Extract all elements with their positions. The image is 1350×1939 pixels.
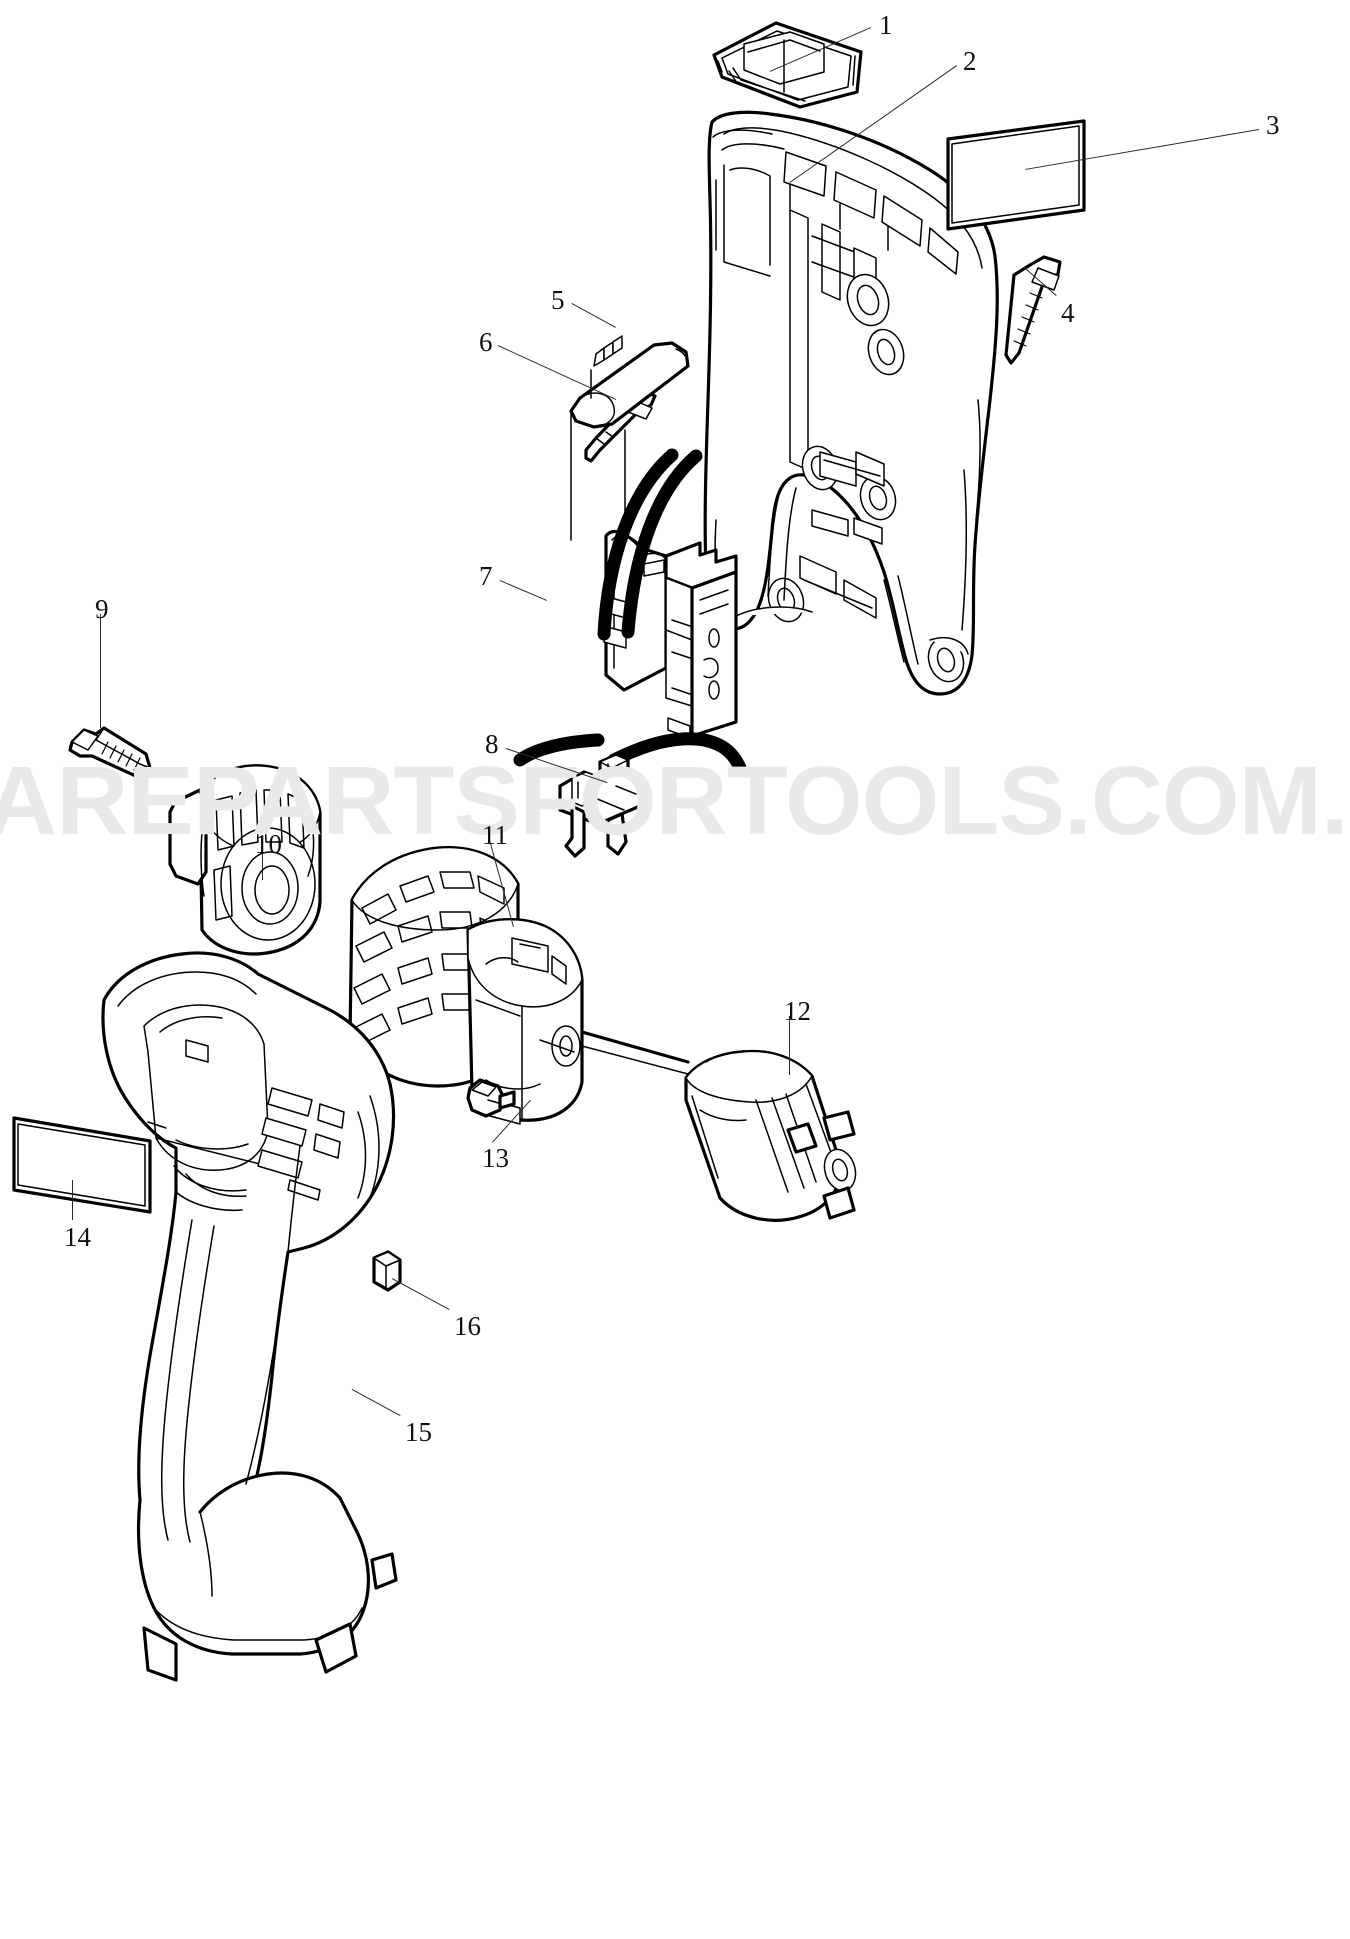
part-14-name-plate-lower — [12, 1116, 152, 1214]
callout-number-16[interactable]: 16 — [454, 1311, 481, 1341]
part-10-keyless-chuck — [168, 764, 322, 956]
callout-number-6[interactable]: 6 — [479, 327, 493, 357]
part-7-trigger-switch — [513, 448, 747, 775]
part-9-chuck-screw — [68, 726, 152, 780]
callout-number-11[interactable]: 11 — [482, 820, 508, 850]
leader-line-14 — [72, 1180, 74, 1220]
callout-number-7[interactable]: 7 — [479, 561, 493, 591]
callout-number-10[interactable]: 10 — [255, 829, 282, 859]
callout-number-1[interactable]: 1 — [879, 10, 893, 40]
part-13-pan-head-screw — [466, 1078, 516, 1118]
callout-number-8[interactable]: 8 — [485, 729, 499, 759]
callout-number-14[interactable]: 14 — [64, 1222, 91, 1252]
callout-number-9[interactable]: 9 — [95, 594, 109, 624]
callout-number-12[interactable]: 12 — [784, 996, 811, 1026]
part-8-terminal-connector — [558, 753, 642, 858]
part-16-rubber-bush — [372, 1250, 402, 1292]
part-6-terminal-cover — [569, 335, 690, 429]
part-3-name-plate-upper — [946, 119, 1086, 231]
callout-number-15[interactable]: 15 — [405, 1417, 432, 1447]
callout-number-2[interactable]: 2 — [963, 46, 977, 76]
callout-number-3[interactable]: 3 — [1266, 110, 1280, 140]
callout-number-4[interactable]: 4 — [1061, 298, 1075, 328]
part-1-cover-plate — [712, 21, 863, 109]
callout-number-13[interactable]: 13 — [482, 1143, 509, 1173]
part-4-tapping-screw — [1004, 255, 1062, 365]
part-11-gear-assembly — [348, 845, 690, 1125]
part-12-dc-motor — [684, 1049, 857, 1222]
part-2-housing-half-right — [703, 110, 999, 696]
part-15-housing-half-left — [101, 951, 398, 1682]
leader-line-9 — [99, 614, 101, 728]
callout-number-5[interactable]: 5 — [551, 285, 565, 315]
